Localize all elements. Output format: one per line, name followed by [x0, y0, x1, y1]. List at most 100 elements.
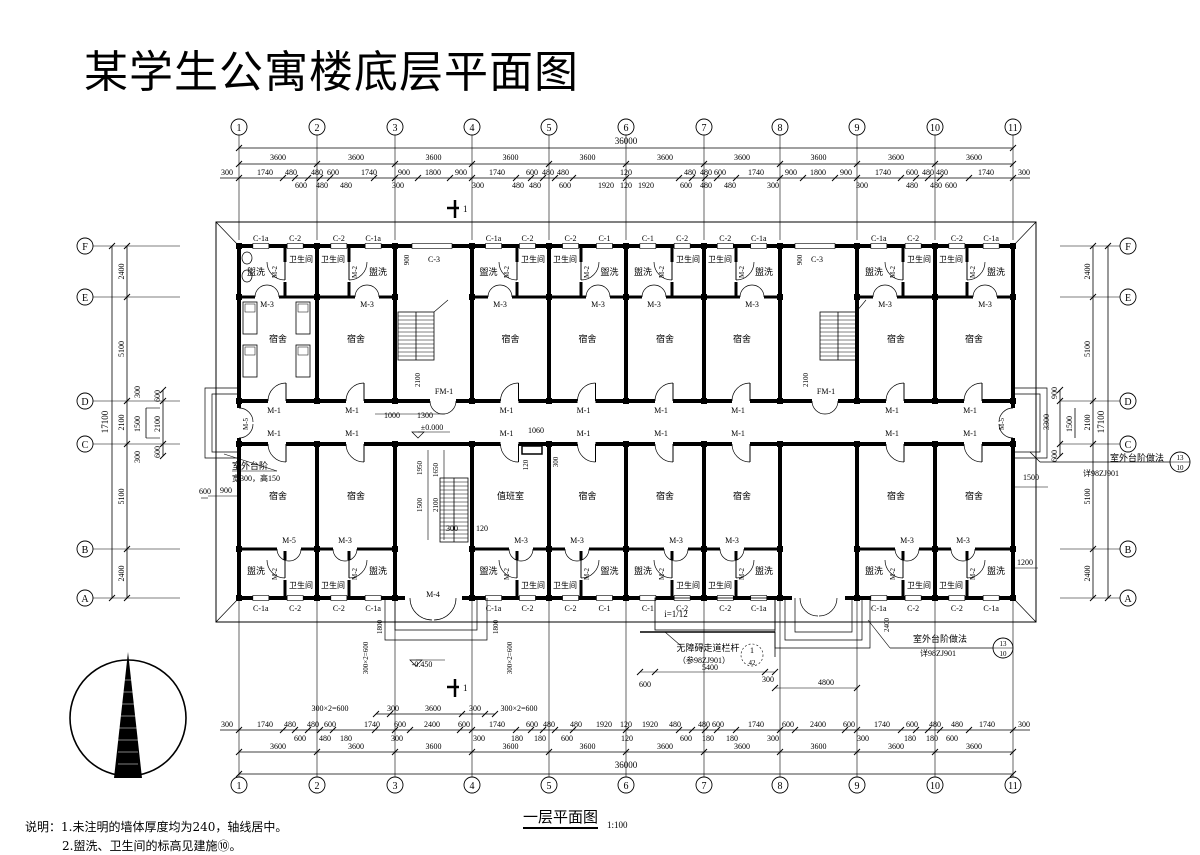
- level-marker: [411, 431, 425, 439]
- dim-tick: [159, 440, 167, 448]
- column: [392, 243, 398, 249]
- door-opening: [333, 547, 357, 551]
- window-label: C-1: [598, 234, 610, 243]
- window-label: C-2: [676, 234, 688, 243]
- dim-entry: 300: [469, 704, 481, 713]
- dim-tick: [688, 174, 696, 182]
- door-opening: [732, 441, 750, 447]
- line: [1029, 451, 1041, 463]
- room-label-wc: 卫生间: [907, 254, 931, 264]
- end-door-swing: [998, 407, 1014, 439]
- dim-tick: [371, 726, 379, 734]
- dim-tick: [235, 748, 243, 756]
- dim-bay: 5100: [1083, 341, 1092, 357]
- door-label: M-1: [963, 429, 977, 438]
- column: [392, 441, 398, 447]
- axis-label: 8: [778, 781, 783, 792]
- dim-bay: 3600: [966, 742, 982, 751]
- door-opening: [268, 398, 286, 404]
- door-label: M-3: [338, 536, 352, 545]
- room-label-wash: 盥洗: [600, 266, 618, 277]
- dim-tick: [551, 174, 559, 182]
- door-label: M-3: [260, 300, 274, 309]
- axis-bubble: [695, 776, 713, 794]
- dim-total: 36000: [615, 760, 638, 770]
- room-label: 宿舍: [269, 490, 287, 501]
- door-label: M-2: [503, 567, 511, 580]
- dim-tick: [545, 160, 553, 168]
- door-swing-arc: [739, 284, 765, 298]
- room-label: 宿舍: [887, 490, 905, 501]
- dim-entry: 600: [153, 446, 162, 458]
- window: [904, 595, 922, 601]
- column: [932, 595, 938, 601]
- note-1: 1.未注明的墙体厚度均为240，轴线居中。: [61, 820, 288, 834]
- room-label: 宿舍: [269, 333, 287, 344]
- dim-detail: 300: [221, 720, 233, 729]
- dim-tick: [776, 160, 784, 168]
- dim-tick: [1089, 242, 1097, 250]
- room-label: 宿舍: [733, 490, 751, 501]
- dim-tick: [391, 726, 399, 734]
- dim-label: 1650: [432, 463, 440, 478]
- door-label: M-3: [956, 536, 970, 545]
- door-label: M-3: [978, 300, 992, 309]
- dim-entry: 1500: [1023, 473, 1039, 482]
- window-label: C-1a: [751, 234, 767, 243]
- dim-tick: [539, 174, 547, 182]
- dim-tick: [329, 726, 337, 734]
- door-swing-arc: [735, 261, 755, 281]
- door-opening: [812, 398, 838, 404]
- dim-detail: 300: [857, 734, 869, 743]
- door-opening: [973, 295, 997, 299]
- dim-tick: [279, 174, 287, 182]
- ref-sheet: 42: [749, 659, 757, 667]
- duct-shaft: [521, 445, 543, 455]
- room-label-wc: 卫生间: [939, 580, 963, 590]
- dim-tick: [701, 726, 709, 734]
- dim-label: 600: [639, 680, 651, 689]
- column: [701, 441, 707, 447]
- door-label: M-1: [654, 406, 668, 415]
- window-label: C-2: [676, 604, 688, 613]
- note-2: 2.盥洗、卫生间的标高见建施⑩。: [62, 839, 242, 853]
- dim-tick: [123, 293, 131, 301]
- dim-detail: 300: [392, 181, 404, 190]
- dim-tick: [622, 726, 630, 734]
- axis-bubble: [1119, 237, 1137, 255]
- dim-detail: 600: [561, 734, 573, 743]
- dim-detail: 600: [680, 181, 692, 190]
- door-opening: [886, 441, 904, 447]
- axis-label: 5: [547, 123, 552, 134]
- dim-tick: [1009, 160, 1017, 168]
- door-opening: [355, 295, 379, 299]
- axis-bubble: [386, 776, 404, 794]
- column: [469, 595, 475, 601]
- door-opening: [255, 295, 279, 299]
- door-swing-arc: [963, 382, 983, 402]
- axis-bubble: [1119, 288, 1137, 306]
- axis-bubble: [617, 776, 635, 794]
- dim-detail: 600: [327, 168, 339, 177]
- eave-hip-line: [1012, 221, 1037, 247]
- door-label: M-1: [731, 406, 745, 415]
- ref-number: 13: [1177, 454, 1185, 462]
- dim-label: 1060: [528, 426, 544, 435]
- window-label: C-1a: [365, 604, 381, 613]
- dim-detail: 1740: [748, 168, 764, 177]
- dim-entry: 900: [220, 486, 232, 495]
- door-label: M-3: [570, 536, 584, 545]
- dim-bay: 3600: [270, 742, 286, 751]
- dim-label: 2100: [432, 498, 440, 513]
- dim-label: 1300: [417, 411, 433, 420]
- door-opening: [664, 547, 688, 551]
- dim-detail: 1920: [638, 181, 654, 190]
- ramp: [654, 597, 776, 631]
- room-label-wc: 卫生间: [553, 254, 577, 264]
- dim-tick: [446, 174, 454, 182]
- axis-bubble: [308, 118, 326, 136]
- dim-detail: 1740: [257, 720, 273, 729]
- dim-detail: 300: [473, 734, 485, 743]
- leader-line: [223, 453, 278, 472]
- side-entry-step: [204, 387, 239, 459]
